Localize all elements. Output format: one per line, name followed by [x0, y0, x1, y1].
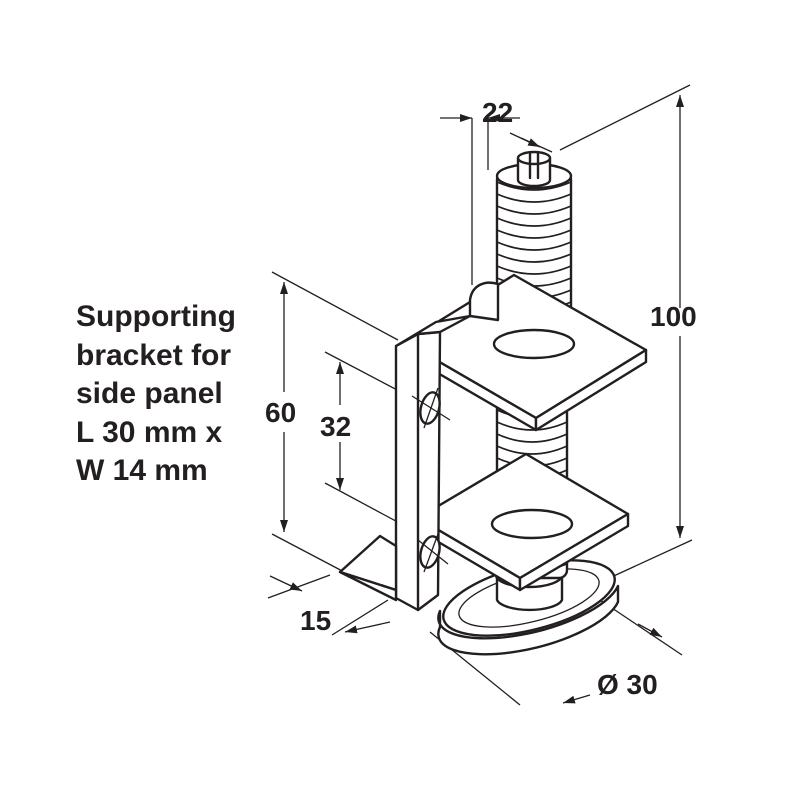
- description-line: Supporting: [76, 300, 236, 333]
- dim-pin-width: 22: [482, 97, 513, 128]
- description-text: Supporting bracket for side panel L 30 m…: [76, 298, 306, 491]
- description-line: side panel: [76, 377, 223, 410]
- dim-total-height: 100: [650, 301, 697, 332]
- dimension-lines: [267, 84, 693, 706]
- side-bracket: [338, 281, 500, 612]
- lower-plate: [416, 452, 630, 592]
- upper-plate: [403, 273, 648, 432]
- description-line: W 14 mm: [76, 454, 208, 487]
- description-line: bracket for: [76, 338, 232, 372]
- upper-screw-hole: [411, 387, 451, 429]
- dim-bracket-height: 60: [265, 397, 296, 428]
- dim-foot-diameter: Ø 30: [597, 669, 658, 700]
- dim-bracket-depth: 15: [300, 605, 331, 636]
- dim-hole-spacing: 32: [320, 411, 351, 442]
- lower-screw-hole: [417, 533, 449, 573]
- description-line: L 30 mm x: [76, 415, 223, 449]
